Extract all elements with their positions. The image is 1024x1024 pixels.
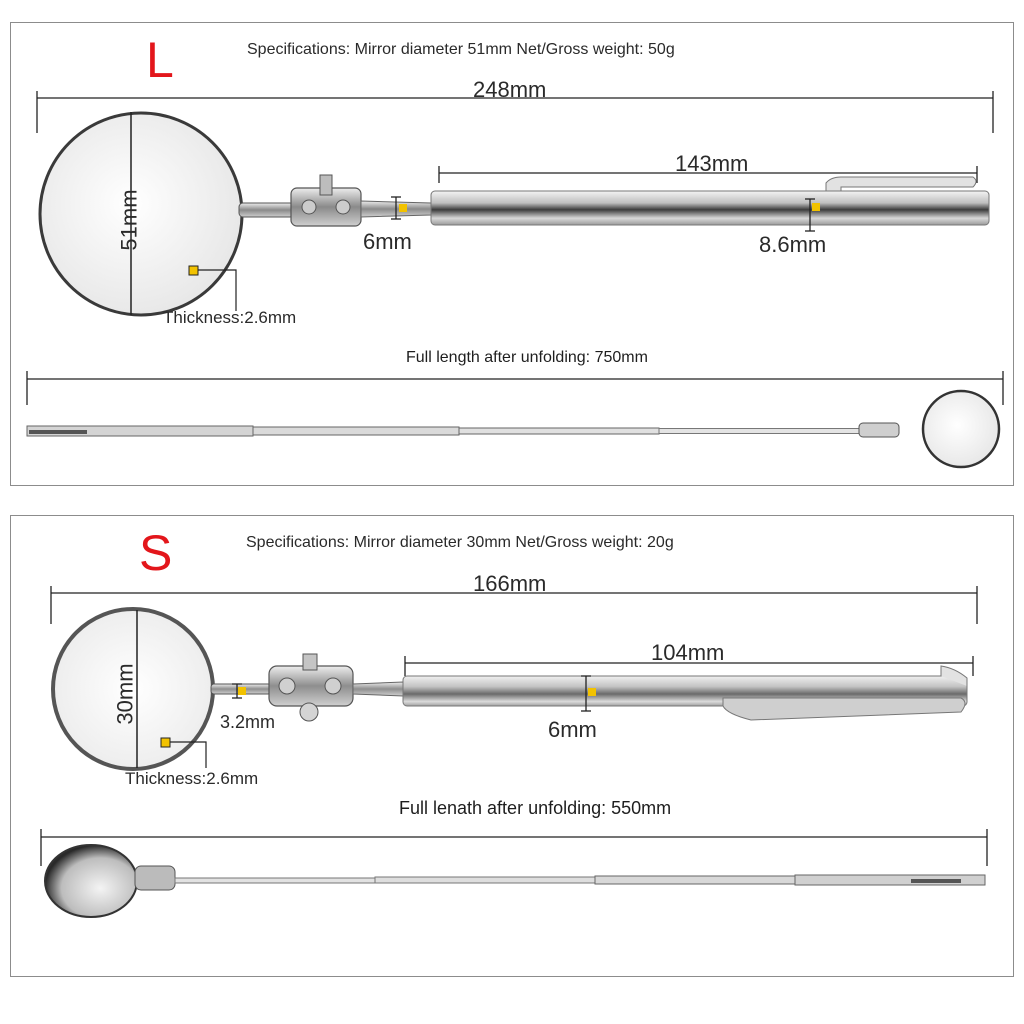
size-letter: S	[139, 525, 173, 581]
panel-s: S Specifications: Mirror diameter 30mm N…	[10, 515, 1014, 977]
full-length-label: Full lenath after unfolding: 550mm	[399, 798, 672, 818]
unfolded-rod-l	[26, 389, 1001, 469]
specifications-text: Specifications: Mirror diameter 51mm Net…	[247, 41, 675, 58]
size-letter: L	[146, 32, 174, 88]
tube-length-label: 143mm	[675, 151, 749, 176]
marker-thickness-s	[160, 737, 171, 748]
mirror-diameter-label: 30mm	[112, 663, 138, 725]
marker-tube-s	[588, 688, 596, 696]
full-length-label: Full length after unfolding: 750mm	[406, 349, 648, 366]
neck-diameter-label: 6mm	[363, 229, 412, 254]
tube-l	[430, 190, 990, 226]
marker-thickness-l	[188, 265, 199, 276]
mirror-s-illustration	[40, 586, 988, 918]
neck-diameter-label: 3.2mm	[220, 712, 276, 732]
tube-diameter-label: 6mm	[548, 717, 597, 742]
mirror-l-illustration	[26, 91, 1004, 469]
panel-l: L Specifications: Mirror diameter 51mm N…	[10, 22, 1014, 486]
marker-neck-l	[399, 204, 407, 212]
marker-tube-l	[812, 203, 820, 211]
tube-diameter-label: 8.6mm	[759, 232, 827, 257]
marker-neck-s	[238, 687, 246, 695]
total-length-label: 248mm	[473, 77, 547, 102]
total-length-label: 166mm	[473, 571, 547, 596]
mirror-diameter-label: 51mm	[116, 189, 142, 251]
unfolded-rod-s	[44, 844, 986, 918]
specifications-text: Specifications: Mirror diameter 30mm Net…	[246, 534, 674, 551]
thickness-label: Thickness:2.6mm	[125, 769, 259, 788]
tube-length-label: 104mm	[651, 640, 725, 665]
thickness-label: Thickness:2.6mm	[163, 308, 297, 327]
